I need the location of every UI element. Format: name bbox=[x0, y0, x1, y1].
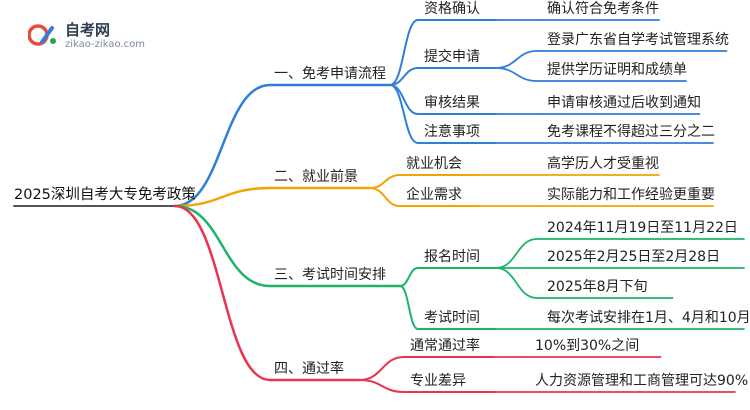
branch-4-item-1-detail-1[interactable]: 10%到30%之间 bbox=[535, 338, 640, 354]
branch-1-label[interactable]: 一、免考申请流程 bbox=[274, 66, 386, 82]
branch-4-label[interactable]: 四、通过率 bbox=[274, 361, 344, 377]
branch-1-item-1-link bbox=[389, 19, 419, 86]
branch-4-item-2-link bbox=[359, 379, 405, 393]
branch-4-item-1-label[interactable]: 通常通过率 bbox=[410, 338, 480, 354]
branch-3-item-1-label[interactable]: 报名时间 bbox=[424, 249, 480, 265]
logo-name: 自考网 bbox=[65, 21, 111, 39]
branch-1-item-2-detail-2[interactable]: 提供学历证明和成绩单 bbox=[547, 62, 687, 78]
branch-1-item-2-detail-2-link bbox=[495, 67, 538, 82]
branch-3-item-1-link bbox=[399, 267, 419, 287]
branch-1-item-2-detail-1[interactable]: 登录广东省自学考试管理系统 bbox=[547, 32, 729, 48]
branch-3-item-1-detail-3-link bbox=[495, 267, 538, 299]
branch-3-link bbox=[173, 204, 272, 288]
branch-3-item-1-detail-2[interactable]: 2025年2月25日至2月28日 bbox=[547, 249, 721, 265]
logo-url: zikao-zikao.com bbox=[65, 39, 145, 50]
branch-2-item-1-detail-1[interactable]: 高学历人才受重视 bbox=[547, 156, 659, 172]
branch-3-item-1-detail-1-link bbox=[495, 238, 538, 269]
branch-4-item-2-label[interactable]: 专业差异 bbox=[410, 373, 466, 389]
branch-3-item-1-detail-1[interactable]: 2024年11月19日至11月22日 bbox=[547, 220, 738, 236]
branch-2-label[interactable]: 二、就业前景 bbox=[274, 169, 358, 185]
branch-1-item-1-detail-1[interactable]: 确认符合免考条件 bbox=[547, 1, 659, 17]
branch-3-item-2-detail-1[interactable]: 每次考试安排在1月、4月和10月 bbox=[547, 310, 750, 326]
branch-1-item-3-detail-1[interactable]: 申请审核通过后收到通知 bbox=[547, 95, 701, 111]
branch-2-item-1-label[interactable]: 就业机会 bbox=[406, 156, 462, 172]
branch-1-item-3-label[interactable]: 审核结果 bbox=[424, 95, 480, 111]
branch-3-item-2-link bbox=[399, 285, 419, 330]
branch-2-item-2-detail-1[interactable]: 实际能力和工作经验更重要 bbox=[547, 187, 715, 203]
branch-3-label[interactable]: 三、考试时间安排 bbox=[274, 267, 386, 283]
logo-mark-icon bbox=[28, 24, 56, 46]
branch-3-item-1-detail-3[interactable]: 2025年8月下旬 bbox=[547, 279, 648, 295]
branch-3-item-2-label[interactable]: 考试时间 bbox=[424, 310, 480, 326]
branch-4-item-1-link bbox=[359, 356, 405, 381]
branch-1-item-4-detail-1[interactable]: 免考课程不得超过三分之二 bbox=[547, 124, 715, 140]
branch-1-item-3-link bbox=[389, 84, 419, 115]
branch-2-item-2-label[interactable]: 企业需求 bbox=[406, 187, 462, 203]
branch-1-item-2-detail-1-link bbox=[495, 50, 538, 69]
branch-1-item-1-label[interactable]: 资格确认 bbox=[424, 1, 480, 17]
branch-2-link bbox=[173, 186, 272, 208]
branch-4-link bbox=[173, 204, 272, 382]
branch-2-item-1-link bbox=[369, 174, 401, 189]
branch-1-item-4-label[interactable]: 注意事项 bbox=[424, 124, 480, 140]
branch-1-item-2-label[interactable]: 提交申请 bbox=[424, 49, 480, 65]
branch-4-item-2-detail-1[interactable]: 人力资源管理和工商管理可达90% bbox=[535, 373, 749, 389]
branch-1-item-4-link bbox=[389, 84, 419, 144]
site-logo[interactable]: 自考网 zikao-zikao.com bbox=[28, 18, 148, 52]
branch-2-item-2-link bbox=[369, 187, 401, 207]
branch-1-link bbox=[173, 83, 272, 208]
root-node[interactable]: 2025深圳自考大专免考政策 bbox=[14, 187, 196, 203]
